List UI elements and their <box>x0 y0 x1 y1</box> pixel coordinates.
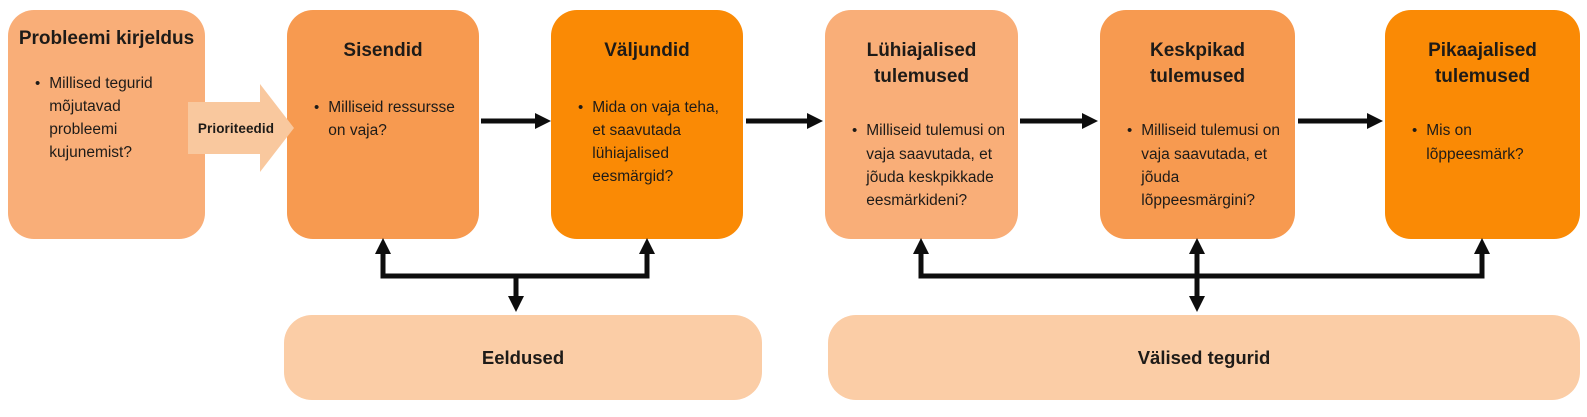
bullet-text: Mis on lõppeesmärk? <box>1426 122 1524 163</box>
box-keskpikad-tulemused: Keskpikad tulemused • Milliseid tulemusi… <box>1100 10 1295 239</box>
box-title: Keskpikad tulemused <box>1149 40 1246 87</box>
box-title: Väljundid <box>604 40 690 61</box>
bullet-dot: • <box>1412 122 1418 140</box>
bullet-dot: • <box>314 98 320 116</box>
bullet-item: • Milliseid ressursse on vaja? <box>287 96 479 143</box>
bullet-text: Milliseid tulemusi on vaja saavutada, et… <box>1141 122 1280 210</box>
box-title: Sisendid <box>343 40 423 61</box>
block-arrow-label: Prioriteedid <box>197 120 275 136</box>
bar-eeldused: Eeldused <box>284 315 762 400</box>
bar-valised-tegurid: Välised tegurid <box>828 315 1580 400</box>
bullet-dot: • <box>35 74 41 92</box>
bullet-text: Mida on vaja teha, et saavutada lühiajal… <box>592 98 719 186</box>
connector-valised-tegurid <box>913 238 1490 312</box>
bullet-dot: • <box>1127 122 1133 140</box>
block-arrow-head-icon <box>260 84 294 172</box>
prioriteedid-block-arrow: Prioriteedid <box>188 84 294 260</box>
box-pikaajalised-tulemused: Pikaajalised tulemused • Mis on lõppeesm… <box>1385 10 1580 239</box>
bullet-item: • Millised tegurid mõjutavad probleemi k… <box>8 72 205 165</box>
bullet-dot: • <box>578 98 584 116</box>
arrow-keskpikad-to-pikaajalised <box>1298 113 1383 129</box>
box-title: Probleemi kirjeldus <box>18 28 195 49</box>
bullet-item: • Mida on vaja teha, et saavutada lühiaj… <box>551 96 743 189</box>
box-title: Pikaajalised tulemused <box>1428 40 1537 87</box>
box-valjundid: Väljundid • Mida on vaja teha, et saavut… <box>551 10 743 239</box>
bullet-text: Milliseid ressursse on vaja? <box>328 98 455 139</box>
box-title: Lühiajalised tulemused <box>866 40 977 87</box>
arrow-sisendid-to-valjundid <box>481 113 551 129</box>
bullet-item: • Mis on lõppeesmärk? <box>1385 119 1580 166</box>
bar-label: Eeldused <box>481 346 565 368</box>
box-probleemi-kirjeldus: Probleemi kirjeldus • Millised tegurid m… <box>8 10 205 239</box>
connector-eeldused <box>375 238 655 312</box>
box-luhiajalised-tulemused: Lühiajalised tulemused • Milliseid tulem… <box>825 10 1018 239</box>
bullet-text: Milliseid tulemusi on vaja saavutada, et… <box>866 122 1005 210</box>
bullet-dot: • <box>852 122 858 140</box>
bar-label: Välised tegurid <box>1137 346 1271 368</box>
bullet-item: • Milliseid tulemusi on vaja saavutada, … <box>1100 119 1295 212</box>
arrow-valjundid-to-luhiajalised <box>746 113 823 129</box>
bullet-text: Millised tegurid mõjutavad probleemi kuj… <box>49 74 153 162</box>
box-sisendid: Sisendid • Milliseid ressursse on vaja? <box>287 10 479 239</box>
block-arrow-body <box>188 102 260 154</box>
arrow-luhiajalised-to-keskpikad <box>1020 113 1098 129</box>
bullet-item: • Milliseid tulemusi on vaja saavutada, … <box>825 119 1018 212</box>
